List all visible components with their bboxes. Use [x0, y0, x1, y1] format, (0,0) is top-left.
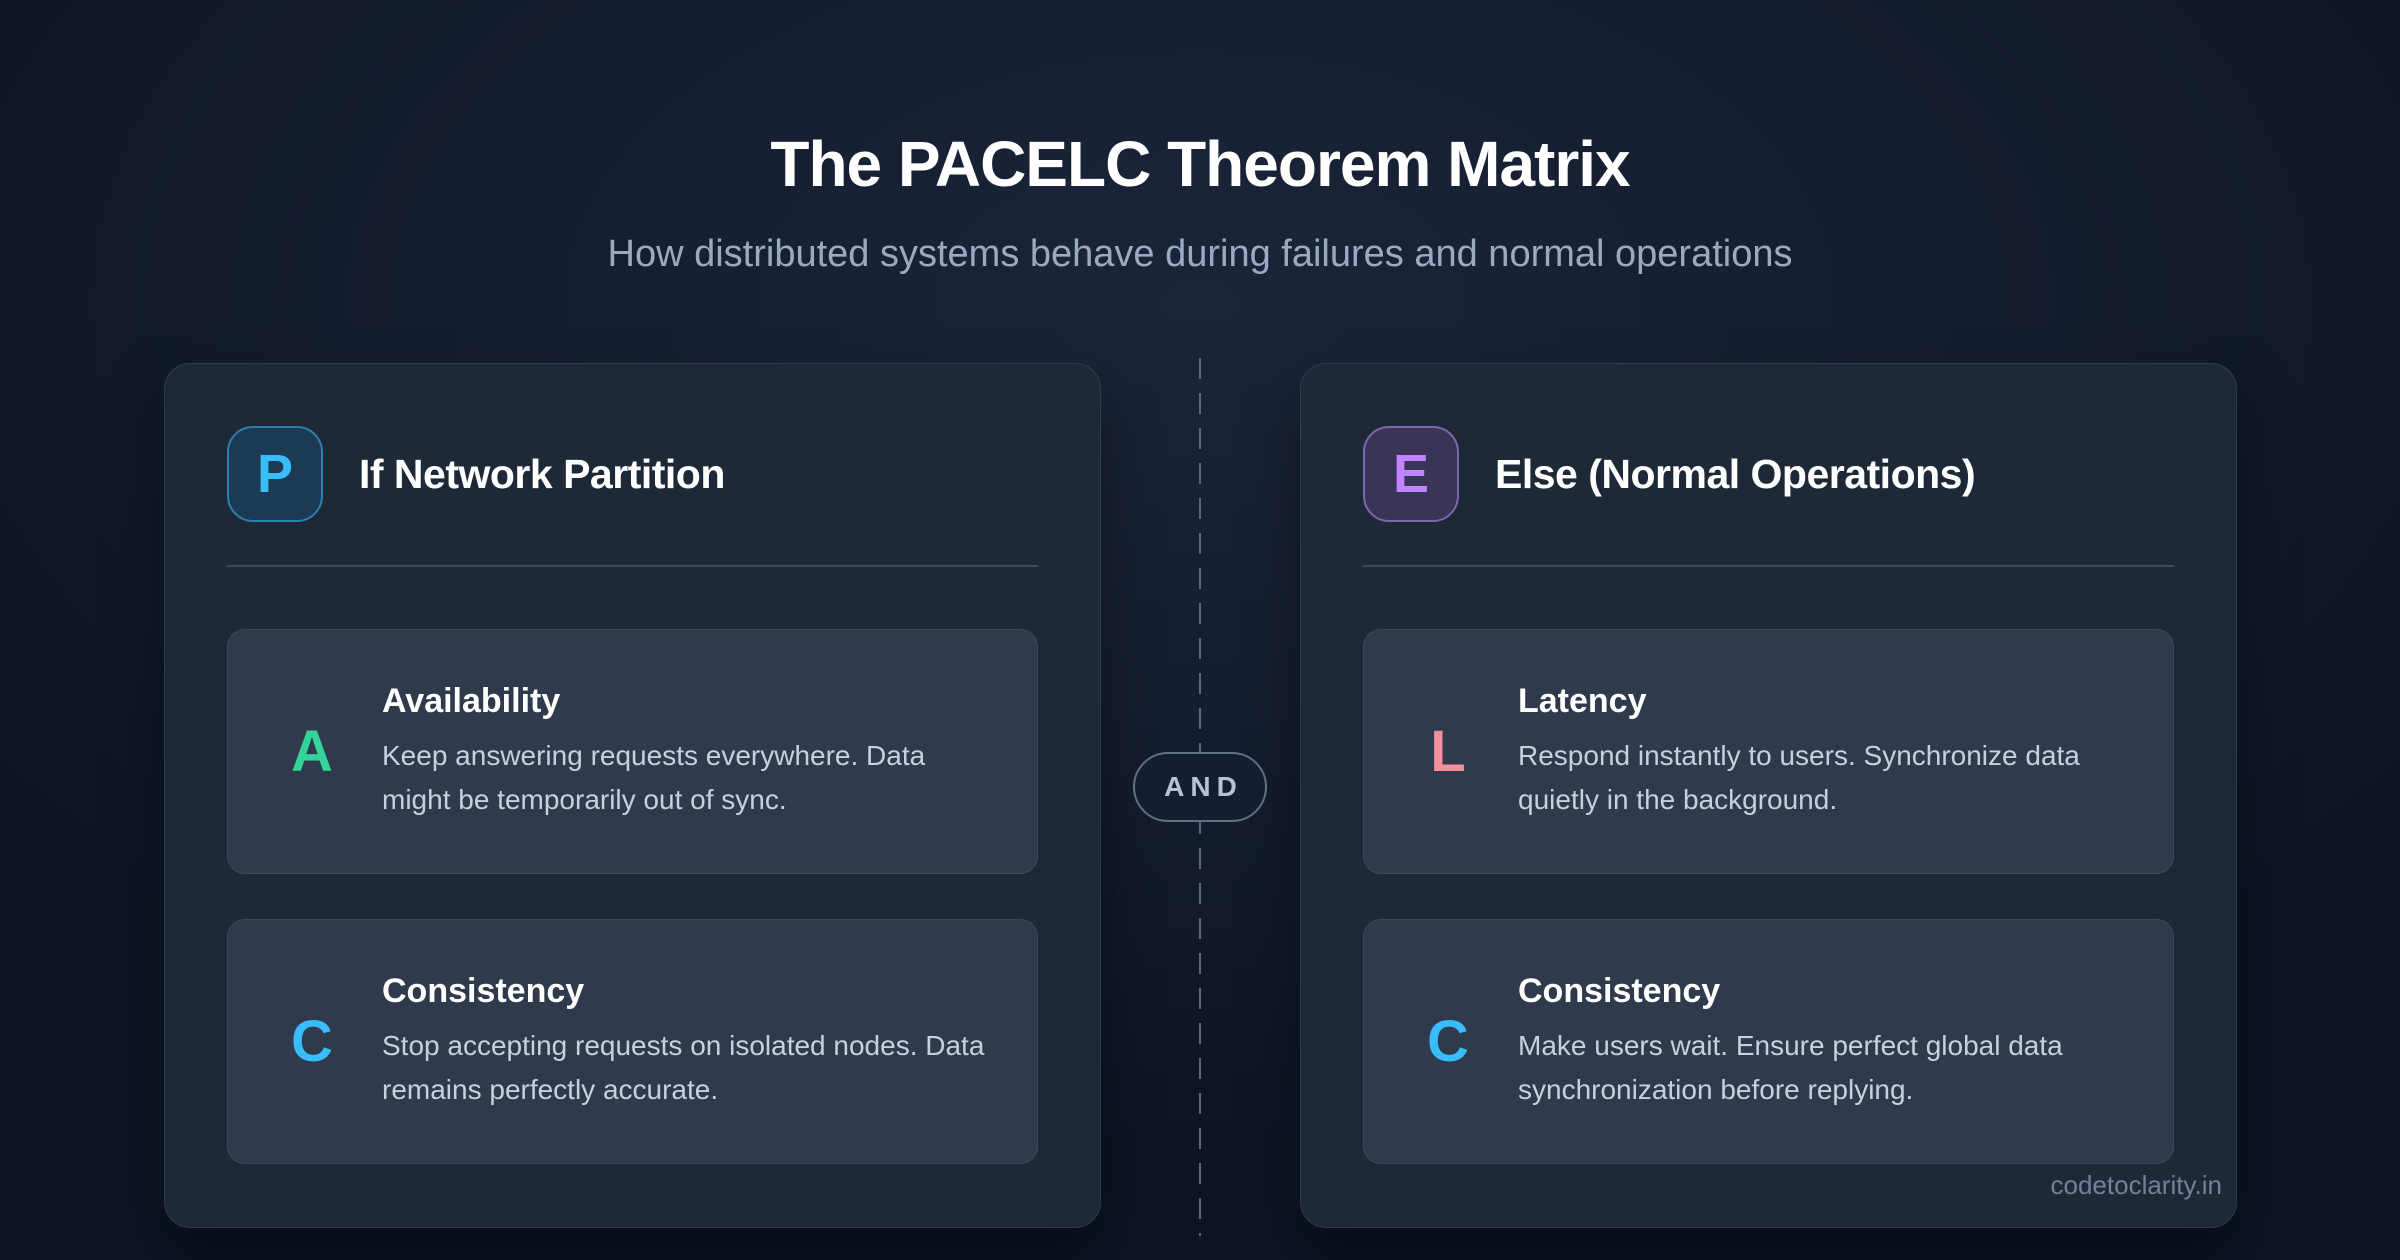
partition-panel-header: P If Network Partition	[227, 426, 1038, 522]
latency-letter: L	[1430, 718, 1466, 784]
e-letter-badge: E	[1363, 426, 1459, 522]
availability-title: Availability	[382, 681, 561, 720]
and-connector-badge: AND	[1133, 752, 1267, 822]
partition-consistency-title: Consistency	[382, 971, 585, 1010]
p-letter-badge: P	[227, 426, 323, 522]
else-consistency-card: C Consistency Make users wait. Ensure pe…	[1363, 919, 2174, 1164]
partition-consistency-card: C Consistency Stop accepting requests on…	[227, 919, 1038, 1164]
else-consistency-title: Consistency	[1518, 971, 1721, 1010]
page-subtitle: How distributed systems behave during fa…	[607, 233, 1793, 275]
watermark: codetoclarity.in	[2050, 1170, 2223, 1200]
else-panel-header: E Else (Normal Operations)	[1363, 426, 2174, 522]
else-header-divider	[1363, 565, 2174, 567]
partition-panel-heading: If Network Partition	[359, 450, 725, 497]
latency-card: L Latency Respond instantly to users. Sy…	[1363, 629, 2174, 874]
else-panel: E Else (Normal Operations) L Latency Res…	[1300, 363, 2237, 1228]
partition-cards: A Availability Keep answering requests e…	[227, 629, 1038, 1164]
partition-header-divider	[227, 565, 1038, 567]
partition-consistency-text: Consistency Stop accepting requests on i…	[382, 972, 1001, 1112]
else-consistency-description: Make users wait. Ensure perfect global d…	[1518, 1029, 2063, 1105]
page-title: The PACELC Theorem Matrix	[770, 128, 1630, 200]
else-panel-heading: Else (Normal Operations)	[1495, 450, 1976, 497]
availability-letter: A	[291, 718, 333, 784]
else-consistency-text: Consistency Make users wait. Ensure perf…	[1518, 972, 2137, 1112]
partition-panel: P If Network Partition A Availability Ke…	[164, 363, 1101, 1228]
availability-text: Availability Keep answering requests eve…	[382, 682, 1001, 822]
else-consistency-letter: C	[1427, 1008, 1469, 1074]
latency-description: Respond instantly to users. Synchronize …	[1518, 739, 2080, 815]
availability-card: A Availability Keep answering requests e…	[227, 629, 1038, 874]
else-cards: L Latency Respond instantly to users. Sy…	[1363, 629, 2174, 1164]
partition-consistency-description: Stop accepting requests on isolated node…	[382, 1029, 985, 1105]
latency-title: Latency	[1518, 681, 1647, 720]
partition-consistency-letter: C	[291, 1008, 333, 1074]
availability-description: Keep answering requests everywhere. Data…	[382, 739, 926, 815]
latency-text: Latency Respond instantly to users. Sync…	[1518, 682, 2137, 822]
